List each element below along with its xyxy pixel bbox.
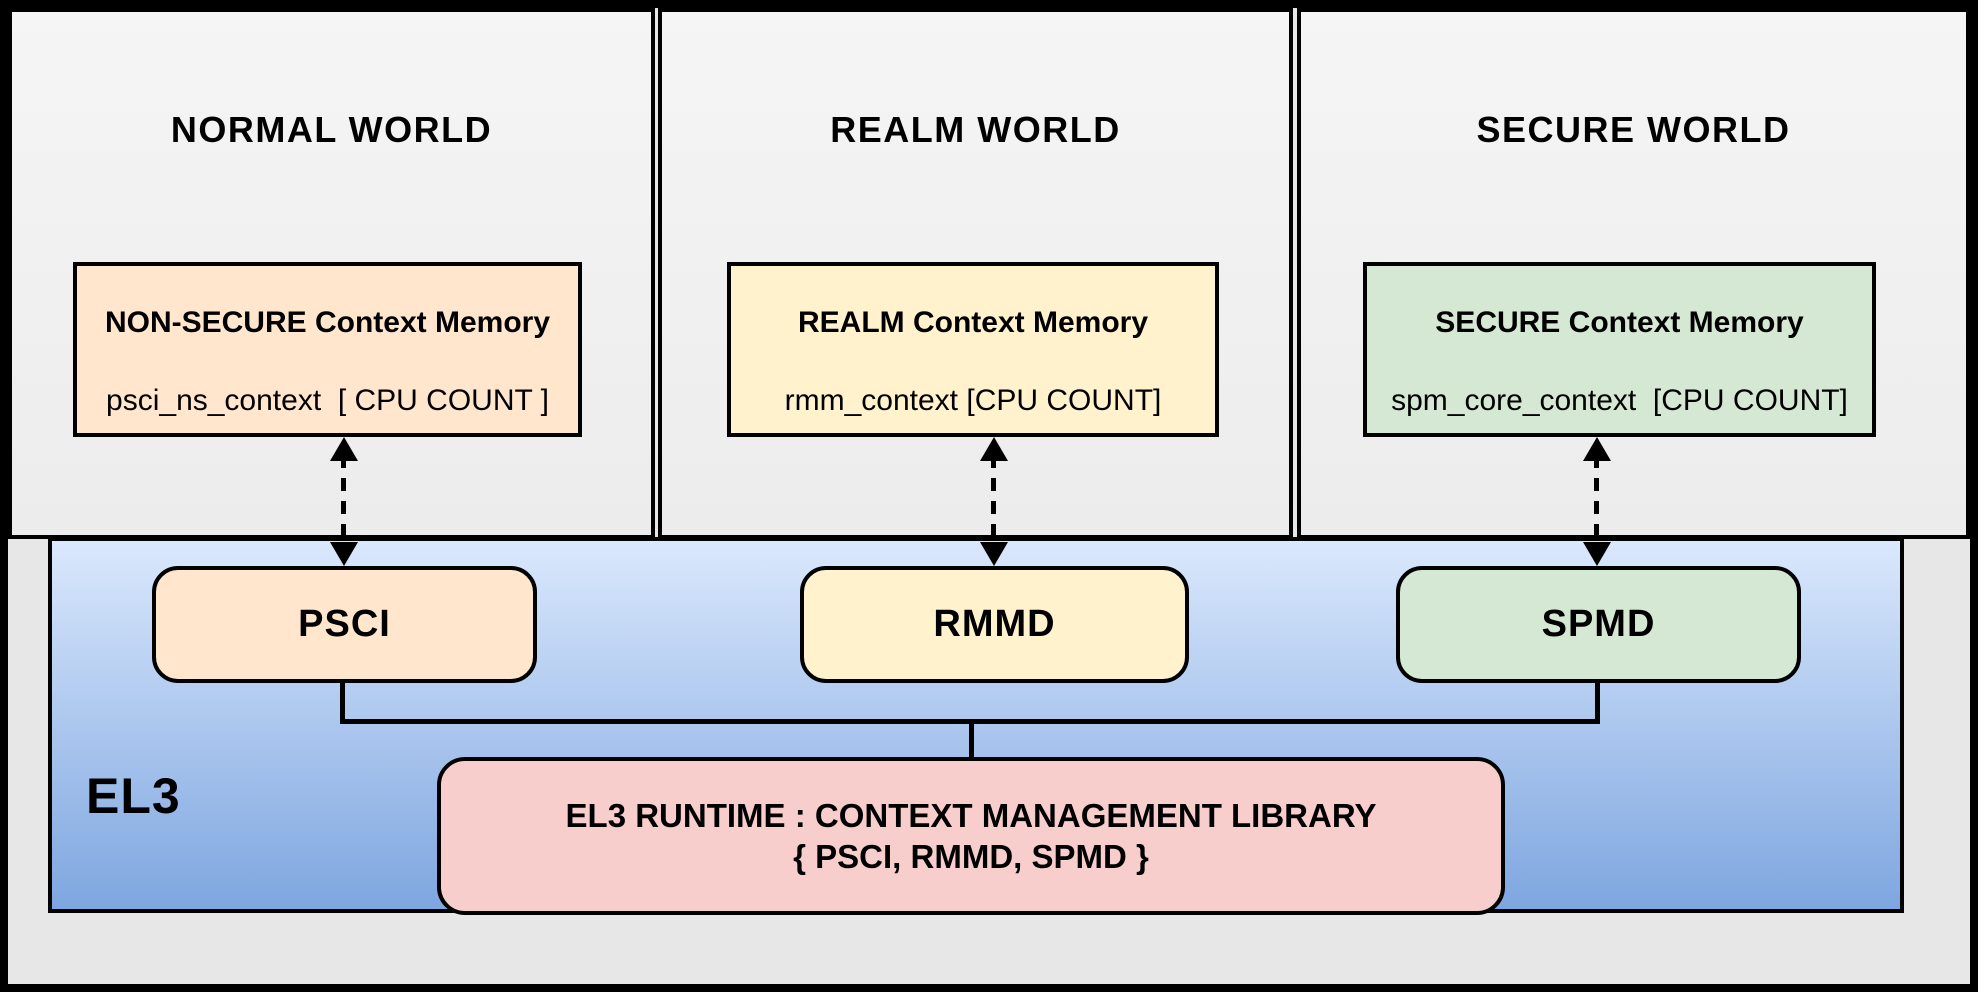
bidirectional-dashed-arrow-spmd [1583,437,1611,566]
el3-label: EL3 [86,768,181,824]
component-spmd: SPMD [1396,566,1801,683]
arrow-down-icon [330,542,358,566]
memory-box-non-secure: NON-SECURE Context Memory psci_ns_contex… [73,262,582,437]
arrow-down-icon [1583,542,1611,566]
memory-box-title: REALM Context Memory [797,306,1149,339]
el3-runtime-box: EL3 RUNTIME : CONTEXT MANAGEMENT LIBRARY… [437,757,1505,915]
dashed-line [1594,455,1599,548]
memory-box-subtitle: rmm_context [CPU COUNT] [784,384,1162,417]
component-rmmd: RMMD [800,566,1189,683]
dashed-line [341,455,346,548]
component-psci: PSCI [152,566,537,683]
bidirectional-dashed-arrow-rmmd [980,437,1008,566]
panel-title-normal-world: NORMAL WORLD [170,109,493,150]
connector-line-runtime-drop [969,719,974,761]
dashed-line [991,455,996,548]
panel-title-realm-world: REALM WORLD [830,109,1121,150]
memory-box-realm: REALM Context Memory rmm_context [CPU CO… [727,262,1219,437]
arrow-down-icon [980,542,1008,566]
connector-line-psci-drop [340,682,345,724]
el3-runtime-subtitle: { PSCI, RMMD, SPMD } [793,838,1149,875]
connector-line-spmd-drop [1595,682,1600,724]
bidirectional-dashed-arrow-psci [330,437,358,566]
memory-box-title: SECURE Context Memory [1435,306,1804,339]
panel-title-secure-world: SECURE WORLD [1476,109,1791,150]
memory-box-subtitle: spm_core_context [CPU COUNT] [1391,384,1848,417]
memory-box-title: NON-SECURE Context Memory [104,306,551,339]
memory-box-subtitle: psci_ns_context [ CPU COUNT ] [106,384,549,417]
el3-runtime-title: EL3 RUNTIME : CONTEXT MANAGEMENT LIBRARY [565,797,1377,834]
memory-box-secure: SECURE Context Memory spm_core_context [… [1363,262,1876,437]
